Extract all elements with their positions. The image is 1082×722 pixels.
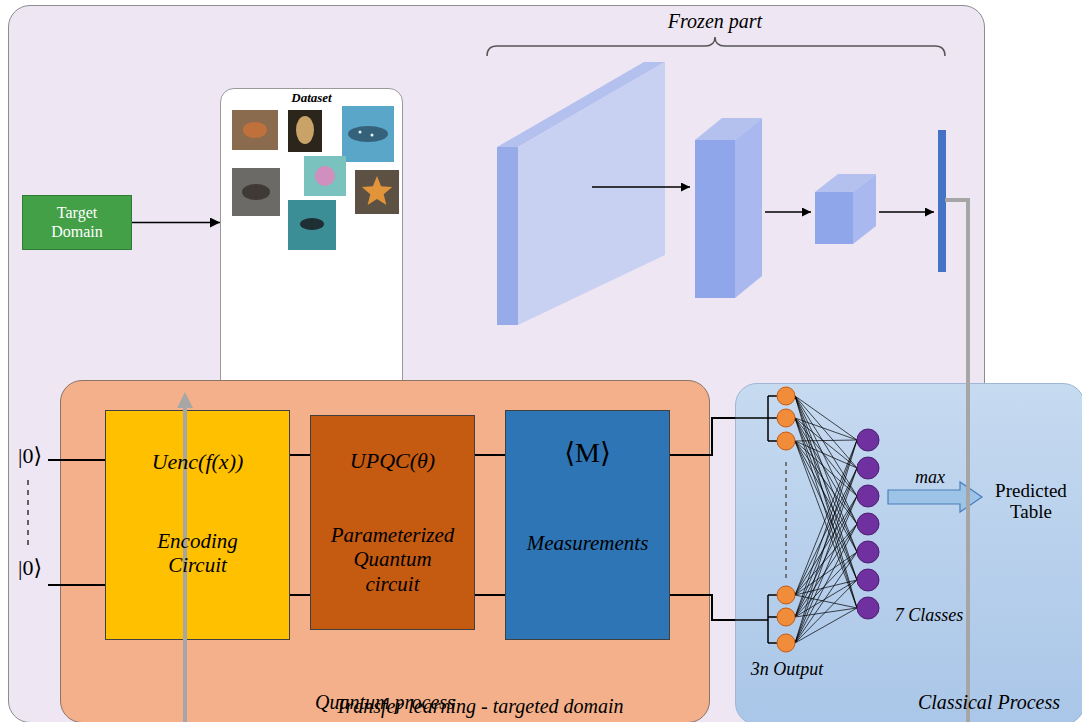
source-box: Target Domain [22,195,132,250]
photo-octopus [288,110,322,152]
class-neurons [857,485,879,507]
conv-block [853,174,876,244]
class-neurons [857,597,879,619]
photo-shark [348,126,388,142]
photo-reef [288,200,336,250]
output-bracket [735,417,768,419]
frozen-label: Frozen part [665,10,765,32]
conv-block [815,174,876,192]
qubit-wire [48,584,105,586]
output-neurons [777,586,795,604]
photo-shark [342,106,394,162]
class-count: 7 Classes [884,606,974,626]
conv-block [815,192,853,244]
class-neurons [857,569,879,591]
qubit-wires [475,455,505,595]
output-bracket [768,440,777,442]
photo-crab [243,122,267,138]
photo-coral [304,156,346,196]
class-neurons [857,429,879,451]
encoding-box: Uenc(f(x)) Encoding Circuit [105,410,290,640]
panel-title: Quantum process [315,691,455,714]
photo-shark [342,106,394,162]
conv-block [497,147,518,325]
operator-label: ⟨M⟩ [564,437,611,469]
conv-block [695,140,735,298]
conv-block [695,118,762,140]
quantum-panel: Uenc(f(x)) Encoding Circuit UPQC(θ) Paramet… [60,380,710,722]
conv-block [735,118,762,298]
photo-crab [232,110,278,150]
output-neurons [777,387,795,652]
output-count: 3n Output [742,660,832,680]
output-bracket [735,619,768,621]
conv-block [518,62,665,325]
measurement-box: ⟨M⟩ Measurements [505,410,670,640]
flow-arrow [592,186,690,188]
output-bracket [768,417,777,419]
output-bracket [768,594,777,596]
box-label: Encoding Circuit [143,529,253,577]
photo-coral [304,156,346,196]
feature-vector [938,130,946,272]
output-neurons [777,432,795,450]
operator-label: Uenc(f(x)) [152,449,244,474]
photo-reef [300,218,324,230]
conv-block [497,62,665,325]
photo-starfish [355,170,399,214]
photo-shark [371,134,374,137]
box-label: Parameterized Quantum circuit [330,523,455,595]
box-title: Dataset [291,91,331,106]
neuron-ellipsis [785,462,787,578]
photo-starfish [355,170,399,214]
output-neurons [777,409,795,427]
photo-octopus [296,116,314,144]
photo-fish [232,168,280,216]
output-neurons [777,387,795,405]
photo-shark [359,131,362,134]
ket-label: |0⟩ [12,444,48,468]
ket-label: |0⟩ [12,556,48,580]
output-bracket [767,396,769,441]
frozen-brace [487,37,945,56]
class-neurons [857,513,879,535]
photo-reef [288,200,336,250]
output-bracket [768,616,777,618]
operator-label: UPQC(θ) [350,448,435,473]
flow-arrow [132,222,220,224]
photo-crab [232,110,278,150]
photo-fish [232,168,280,216]
feature-connector [185,200,968,722]
output-bracket [768,642,777,644]
box-label: Target Domain [40,204,115,241]
photo-octopus [288,110,322,152]
output-neurons [777,634,795,652]
dense-weights [795,396,857,643]
flow-arrow [765,211,811,213]
output-wires [670,418,735,620]
output-bracket [768,395,777,397]
class-neurons [857,541,879,563]
panel-title: Classical Process [918,691,1060,714]
class-neurons [857,457,879,479]
conv-block [815,174,876,244]
photo-starfish [362,176,392,205]
flow-arrow [879,211,934,213]
qubit-wire [48,459,105,461]
qubit-ellipsis [27,480,29,548]
conv-block [497,62,665,147]
max-label: max [908,468,952,488]
output-bracket [767,595,769,643]
conv-block [695,118,762,298]
class-neurons [857,429,879,619]
box-label: Measurements [527,531,649,555]
photo-coral [315,166,335,186]
output-label: Predicted Table [988,481,1074,523]
photo-fish [242,184,270,200]
output-neurons [777,608,795,626]
qubit-wires [290,455,310,595]
pqc-box: UPQC(θ) Parameterized Quantum circuit [310,415,475,630]
output-bracket [735,396,777,643]
